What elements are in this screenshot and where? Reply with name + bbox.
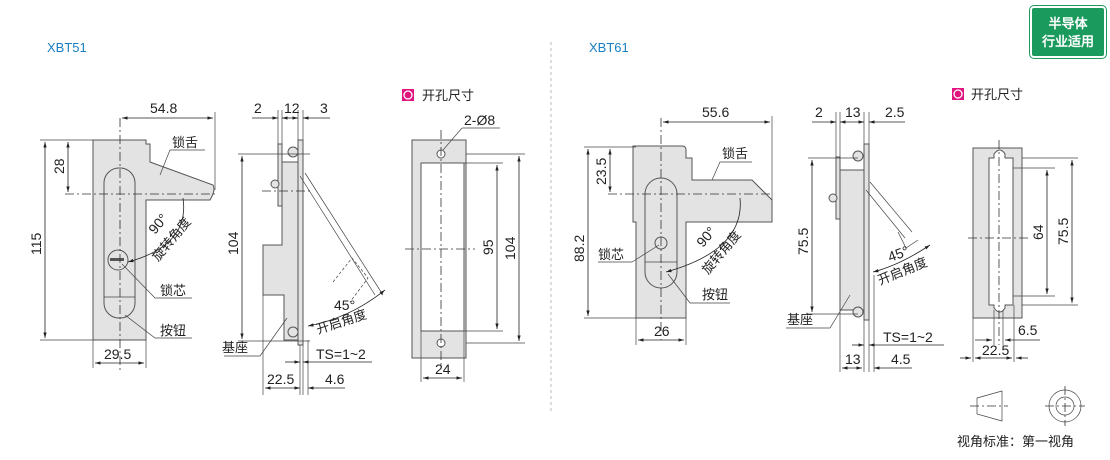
xbt61-rotation-angle: 90°: [693, 223, 719, 250]
xbt51-side-view: [224, 110, 386, 395]
badge-line1: 半导体: [1048, 17, 1088, 32]
xbt51-cutout-outer-height: 104: [502, 236, 518, 260]
xbt51-front-view: [40, 112, 216, 370]
xbt51-holes-dim: 2-Ø8: [464, 112, 495, 128]
xbt51-side-dim-4: 4.6: [325, 371, 345, 387]
xbt61-side-dim-1: 2: [815, 104, 823, 120]
xbt61-front-view: [584, 116, 773, 345]
xbt51-side-dim-1: 2: [254, 100, 262, 116]
xbt61-depth-dim: 13: [845, 351, 861, 367]
xbt51-side-dim-3: 3: [320, 100, 328, 116]
xbt61-lock-core-label: 锁芯: [598, 247, 624, 263]
xbt51-cutout-view: [405, 127, 525, 382]
xbt51-opening-angle: 45°: [334, 297, 355, 313]
xbt61-tongue-offset-dim: 23.5: [593, 158, 609, 185]
xbt61-tongue-label: 锁舌: [722, 146, 748, 162]
xbt61-cutout-inner-height: 64: [1030, 224, 1046, 240]
xbt51-base-label: 基座: [222, 341, 248, 356]
xbt61-cutout-label: 开孔尺寸: [971, 88, 1023, 103]
xbt61-side-view: [786, 112, 944, 372]
xbt61-side-dim-3: 2.5: [885, 104, 905, 120]
xbt61-side-dim-2: 13: [845, 104, 861, 120]
xbt61-button-label: 按钮: [702, 288, 728, 303]
model-title-xbt51: XBT51: [47, 40, 87, 55]
model-title-xbt61: XBT61: [589, 40, 629, 55]
xbt51-width-top-dim: 54.8: [150, 100, 177, 116]
xbt61-cutout-outer-height: 75.5: [1055, 218, 1071, 245]
xbt61-width-bottom-dim: 26: [654, 323, 670, 339]
first-angle-projection-icon: [970, 386, 1085, 426]
xbt51-tongue-label: 锁舌: [172, 135, 198, 151]
xbt51-panel-thickness: TS=1~2: [316, 346, 366, 362]
projection-standard-label: 视角标准：第一视角: [957, 435, 1074, 450]
xbt51-button-label: 按钮: [160, 324, 186, 339]
xbt51-height-dim: 115: [28, 232, 44, 255]
xbt61-height-dim: 88.2: [571, 235, 587, 262]
xbt51-width-bottom-dim: 29.5: [104, 346, 131, 362]
xbt51-side-height-dim: 104: [225, 231, 241, 255]
xbt51-cutout-width: 24: [435, 361, 451, 377]
xbt51-lock-core-label: 锁芯: [160, 283, 186, 299]
xbt61-base-label: 基座: [787, 313, 813, 328]
xbt61-slot-dim: 6.5: [1018, 322, 1038, 338]
xbt61-side-height-dim: 75.5: [795, 228, 811, 255]
xbt51-cutout-inner-height: 95: [480, 239, 496, 255]
xbt61-side-dim-4: 4.5: [891, 351, 911, 367]
badge-line2: 行业适用: [1041, 35, 1094, 50]
xbt61-panel-thickness: TS=1~2: [883, 329, 933, 345]
xbt51-tongue-offset-dim: 28: [51, 158, 67, 174]
semiconductor-industry-badge: 半导体 行业适用: [1029, 5, 1107, 59]
xbt61-cutout-view: [960, 140, 1078, 362]
xbt61-width-top-dim: 55.6: [702, 104, 729, 120]
xbt61-opening-angle: 45°: [886, 243, 911, 265]
xbt51-depth-dim: 22.5: [267, 371, 294, 387]
xbt51-cutout-label: 开孔尺寸: [422, 89, 474, 104]
xbt51-side-dim-2: 12: [284, 100, 300, 116]
xbt61-cutout-width: 22.5: [982, 342, 1009, 358]
